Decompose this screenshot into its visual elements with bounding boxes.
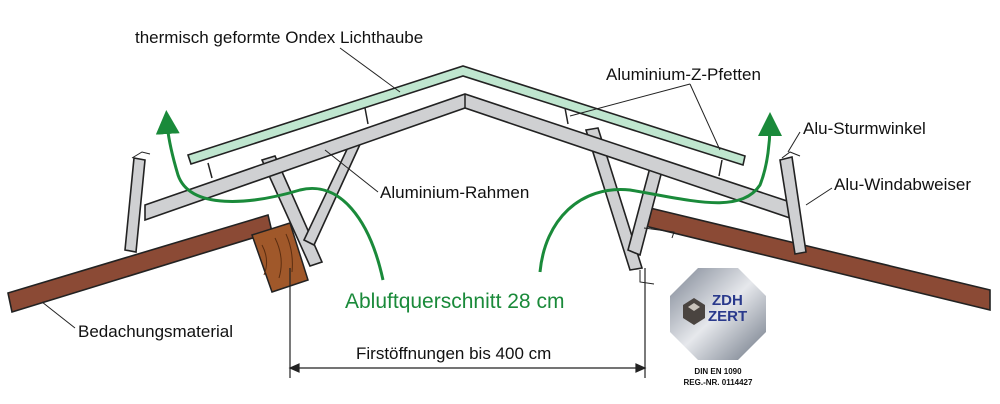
- label-frame: Aluminium-Rahmen: [380, 183, 529, 202]
- z-purlins: [207, 107, 723, 179]
- wind-deflector-right: [779, 156, 807, 255]
- dimension-line: [288, 268, 647, 378]
- svg-text:DIN EN 1090: DIN EN 1090: [694, 367, 742, 376]
- airflow-arrow-right: [538, 112, 782, 273]
- label-opening: Firstöffnungen bis 400 cm: [356, 344, 551, 363]
- timber-block-icon: [251, 222, 309, 293]
- roofing-left: [7, 213, 273, 314]
- label-roofing: Bedachungsmaterial: [78, 322, 233, 341]
- svg-text:ZDH: ZDH: [712, 292, 743, 309]
- label-exhaust: Abluftquerschnitt 28 cm: [345, 290, 564, 313]
- svg-text:REG.-NR. 0114427: REG.-NR. 0114427: [684, 378, 753, 387]
- label-glazing: thermisch geformte Ondex Lichthaube: [135, 28, 423, 47]
- svg-text:ZERT: ZERT: [708, 308, 747, 325]
- zdh-zert-badge: ZDH ZERT DIN EN 1090 REG.-NR. 0114427: [670, 268, 766, 387]
- leader-lines: [41, 47, 833, 329]
- wind-deflector-left: [124, 157, 146, 253]
- label-purlins: Aluminium-Z-Pfetten: [606, 65, 761, 84]
- cube-logo-icon: [683, 298, 705, 325]
- label-wind-deflector: Alu-Windabweiser: [834, 175, 971, 194]
- label-storm-angle: Alu-Sturmwinkel: [803, 119, 926, 138]
- airflow-arrow-left: [155, 110, 385, 281]
- ondex-glazing: [186, 65, 746, 167]
- strut-right-outer: [584, 127, 644, 271]
